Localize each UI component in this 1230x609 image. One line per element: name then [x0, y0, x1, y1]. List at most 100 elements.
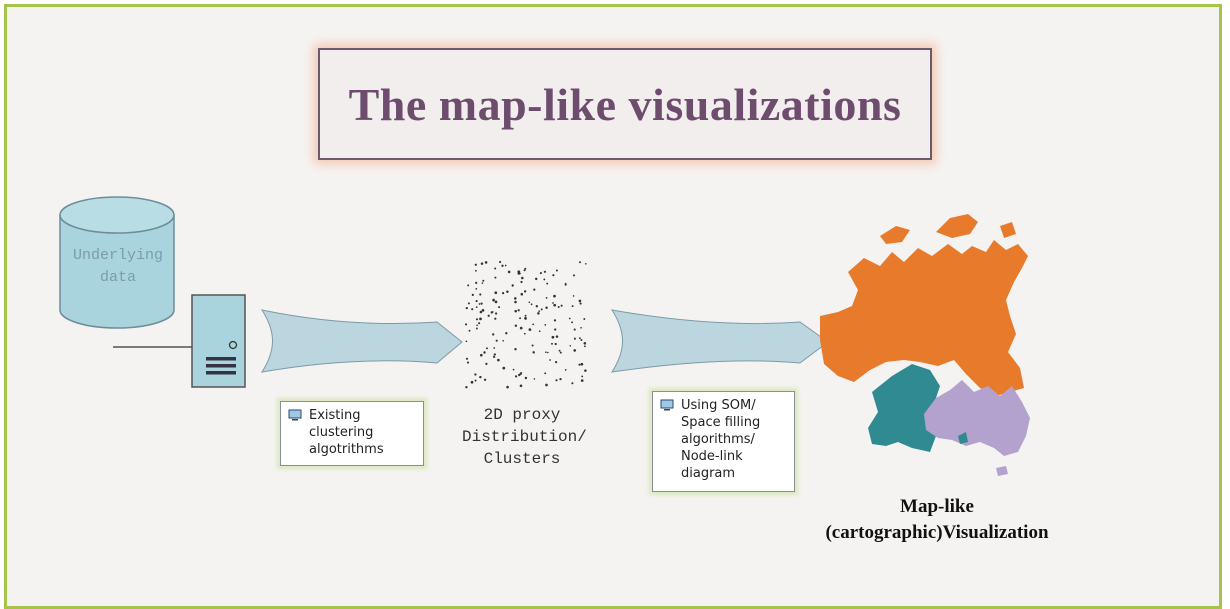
scatter-point [465, 340, 468, 343]
scatter-point [544, 372, 547, 375]
scatter-point [524, 314, 527, 317]
map-label: Map-like (cartographic)Visualization [825, 496, 1049, 543]
scatter-point [533, 288, 536, 291]
arrow-1 [260, 309, 463, 373]
scatter-point [475, 306, 478, 308]
proxy-scatter [464, 260, 587, 389]
map-visualization [820, 214, 1030, 476]
scatter-point [545, 383, 548, 387]
scatter-point [482, 279, 485, 282]
scatter-point [483, 378, 487, 381]
scatter-point [573, 349, 577, 352]
scatter-point [520, 280, 523, 284]
scatter-point [530, 303, 533, 306]
arrow-2 [610, 309, 829, 373]
scatter-point [465, 357, 469, 360]
scatter-point [483, 351, 486, 354]
scatter-point [557, 305, 560, 309]
callout-som-text: Using SOM/ Space filling algorithms/ Nod… [681, 398, 761, 481]
scatter-point [543, 278, 546, 281]
scatter-point [479, 353, 483, 357]
scatter-point [507, 270, 511, 274]
scatter-point [579, 261, 581, 264]
scatter-point [475, 318, 479, 321]
scatter-point [523, 269, 526, 272]
scatter-point [554, 328, 557, 331]
scatter-point [534, 277, 538, 281]
scatter-point [579, 337, 581, 340]
scatter-point [583, 342, 587, 345]
scatter-point [578, 363, 581, 366]
scatter-point [486, 347, 488, 350]
scatter-point [471, 293, 474, 296]
scatter-point [553, 319, 557, 322]
scatter-point [501, 264, 504, 267]
scatter-point [533, 378, 536, 380]
scatter-point [580, 379, 584, 382]
computer-icon [660, 399, 674, 411]
scatter-point [478, 322, 481, 325]
scatter-point [564, 369, 567, 371]
scatter-point [532, 323, 535, 326]
scatter-point [537, 312, 540, 315]
scatter-point [504, 264, 507, 267]
callout-som: Using SOM/ Space filling algorithms/ Nod… [652, 391, 795, 492]
scatter-point [492, 333, 495, 336]
scatter-point [560, 304, 563, 307]
scatter-point [580, 326, 582, 329]
scatter-point [518, 373, 521, 377]
scatter-point [520, 371, 523, 374]
scatter-point [524, 317, 527, 320]
scatter-point [573, 337, 576, 340]
scatter-point [584, 369, 587, 372]
scatter-point [578, 299, 582, 303]
scatter-point [479, 317, 482, 321]
scatter-point [497, 358, 500, 362]
scatter-point [545, 351, 547, 354]
scatter-point [571, 321, 574, 324]
scatter-point [568, 317, 571, 320]
scatter-point [506, 385, 509, 389]
scatter-point [583, 318, 586, 320]
scatter-point [478, 303, 481, 305]
scatter-point [494, 291, 498, 295]
scatter-point [499, 260, 502, 264]
scatter-point [564, 283, 567, 286]
scatter-point [559, 377, 562, 381]
scatter-point [519, 384, 523, 388]
scatter-point [531, 344, 534, 347]
scatter-point [464, 323, 468, 326]
scatter-point [475, 300, 478, 303]
scatter-point [580, 339, 583, 341]
scatter-point [466, 361, 470, 364]
scatter-point [468, 329, 471, 332]
scatter-point [535, 305, 538, 308]
database-cylinder [59, 196, 175, 329]
scatter-point [524, 267, 527, 270]
region-orange [820, 240, 1028, 396]
scatter-point [501, 291, 505, 295]
database-label: Underlying data [72, 247, 163, 286]
scatter-point [572, 295, 575, 297]
scatter-point [511, 284, 514, 287]
scatter-point [579, 302, 582, 305]
scatter-point [479, 310, 483, 314]
scatter-point [514, 375, 518, 378]
scatter-point [480, 302, 483, 305]
scatter-point [538, 330, 541, 333]
scatter-point [559, 351, 562, 354]
scatter-point [485, 362, 488, 366]
scatter-point [479, 293, 482, 296]
scatter-point [474, 269, 477, 272]
scatter-point [521, 276, 524, 280]
scatter-point [558, 349, 561, 352]
scatter-point [546, 282, 549, 285]
scatter-point [484, 261, 488, 264]
scatter-point [528, 328, 532, 331]
scatter-point [470, 380, 474, 384]
server-icon [191, 294, 246, 388]
scatter-point [519, 326, 523, 330]
scatter-point [517, 309, 520, 312]
scatter-point [572, 274, 576, 277]
